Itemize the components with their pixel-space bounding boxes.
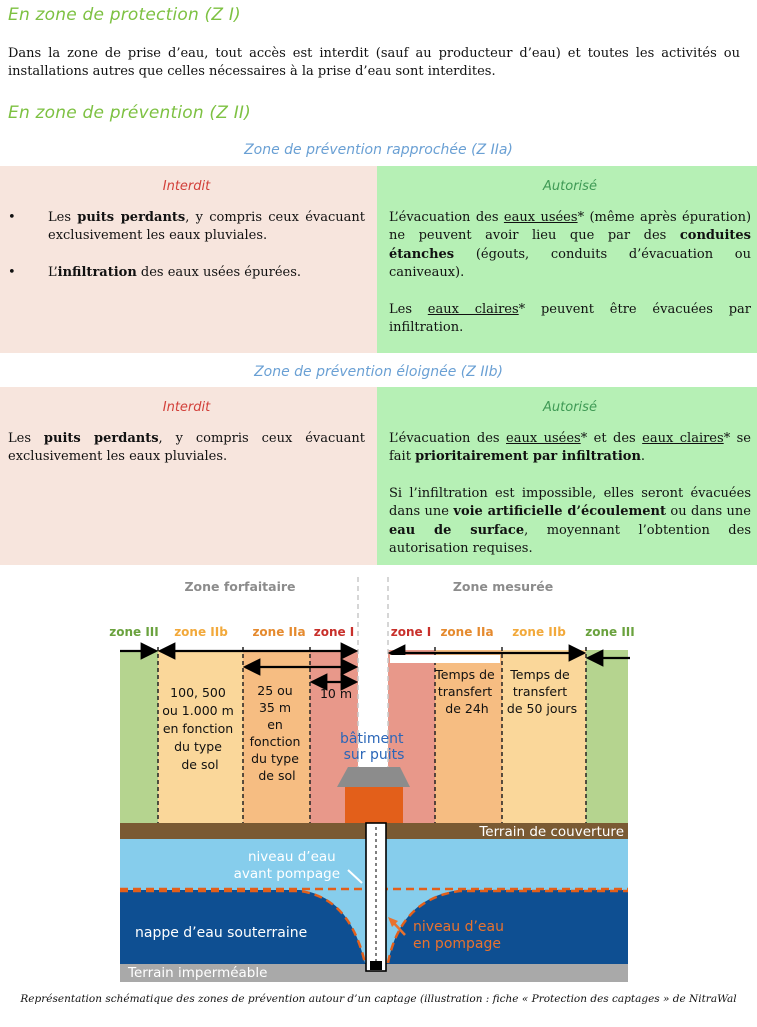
band-zone3-right (586, 650, 628, 825)
label-terrain-impermeable: Terrain imperméable (127, 965, 267, 981)
label-zone1-left: zone I (314, 625, 355, 639)
impermeable-layer (120, 964, 628, 982)
captage-zones-diagram: Zone forfaitaire Zone mesurée zone III z… (109, 577, 635, 982)
eloignee-autorise-p1: L’évacuation des eaux usées* et des eaux… (389, 430, 751, 465)
rapprochee-autorise-p2: Les eaux claires* peuvent être évacuées … (389, 301, 751, 336)
eloignee-interdit-title: Interdit (162, 400, 211, 415)
band-zone2a-right (435, 650, 502, 825)
well-shaft (365, 822, 387, 972)
label-zone-mesuree: Zone mesurée (453, 579, 553, 594)
eloignee-interdit-text: Les puits perdants, y compris ceux évacu… (8, 430, 365, 465)
band-zone3-left (120, 650, 158, 825)
label-zone2a-right: zone IIa (440, 625, 493, 639)
transfer-24h-text: Temps de transfert de 24h (434, 667, 498, 716)
eloignee-interdit-panel: Interdit Les puits perdants, y compris c… (0, 387, 377, 565)
band-zone2b-left (158, 650, 243, 825)
dist-2b-text: 100, 500 ou 1.000 m en fonction du type … (162, 685, 237, 772)
paragraph-zone-protection: Dans la zone de prise d’eau, tout accès … (8, 46, 740, 79)
rapprochee-autorise-p1: L’évacuation des eaux usées* (même après… (389, 209, 752, 281)
label-zone2a-left: zone IIa (252, 625, 305, 639)
list-item: L’infiltration des eaux usées épurées. (8, 264, 365, 283)
eloignee-autorise-p2: Si l’infiltration est impossible, elles … (389, 485, 751, 557)
label-niveau-pompage: niveau d’eau en pompage (413, 919, 508, 952)
transfer-50j-text: Temps de transfert de 50 jours (507, 667, 577, 716)
subtitle-zone-rapprochee: Zone de prévention rapprochée (Z IIa) (244, 142, 513, 158)
heading-zone-prevention: En zone de prévention (Z II) (8, 103, 251, 123)
house-body (345, 787, 403, 823)
roof-shape (337, 767, 410, 787)
subtitle-zone-eloignee: Zone de prévention éloignée (Z IIb) (254, 364, 503, 380)
building-label: bâtiment sur puits (340, 731, 408, 763)
heading-zone-protection: En zone de protection (Z I) (8, 5, 241, 25)
rapprochee-interdit-title: Interdit (162, 179, 211, 194)
figure-caption: Représentation schématique des zones de … (20, 993, 737, 1005)
label-terrain-couverture: Terrain de couverture (478, 824, 624, 840)
water-dark-layer (120, 890, 628, 964)
dist-1-text: 10 m (320, 686, 352, 701)
white-strip (390, 655, 500, 663)
label-zone2b-left: zone IIb (174, 625, 228, 639)
rapprochee-interdit-list: Les puits perdants, y compris ceux évacu… (8, 209, 365, 283)
dist-2a-text: 25 ou 35 m en fonction du type de sol (250, 683, 305, 783)
label-zone-forfaitaire: Zone forfaitaire (184, 579, 295, 594)
eloignee-autorise-panel: Autorisé L’évacuation des eaux usées* et… (377, 387, 757, 565)
label-niveau-avant: niveau d’eau avant pompage (234, 849, 340, 882)
eloignee-autorise-title: Autorisé (543, 400, 597, 415)
label-zone2b-right: zone IIb (512, 625, 566, 639)
label-zone3-right: zone III (585, 625, 634, 639)
label-zone3-left: zone III (109, 625, 158, 639)
list-item: Les puits perdants, y compris ceux évacu… (8, 209, 365, 246)
band-zone2a-left (243, 650, 310, 825)
label-zone1-right: zone I (391, 625, 432, 639)
rapprochee-interdit-panel: Interdit Les puits perdants, y compris c… (0, 166, 377, 353)
rapprochee-autorise-panel: Autorisé L’évacuation des eaux usées* (m… (377, 166, 757, 353)
rapprochee-autorise-title: Autorisé (543, 179, 597, 194)
label-nappe: nappe d’eau souterraine (135, 925, 307, 941)
band-zone2b-right (502, 650, 586, 825)
